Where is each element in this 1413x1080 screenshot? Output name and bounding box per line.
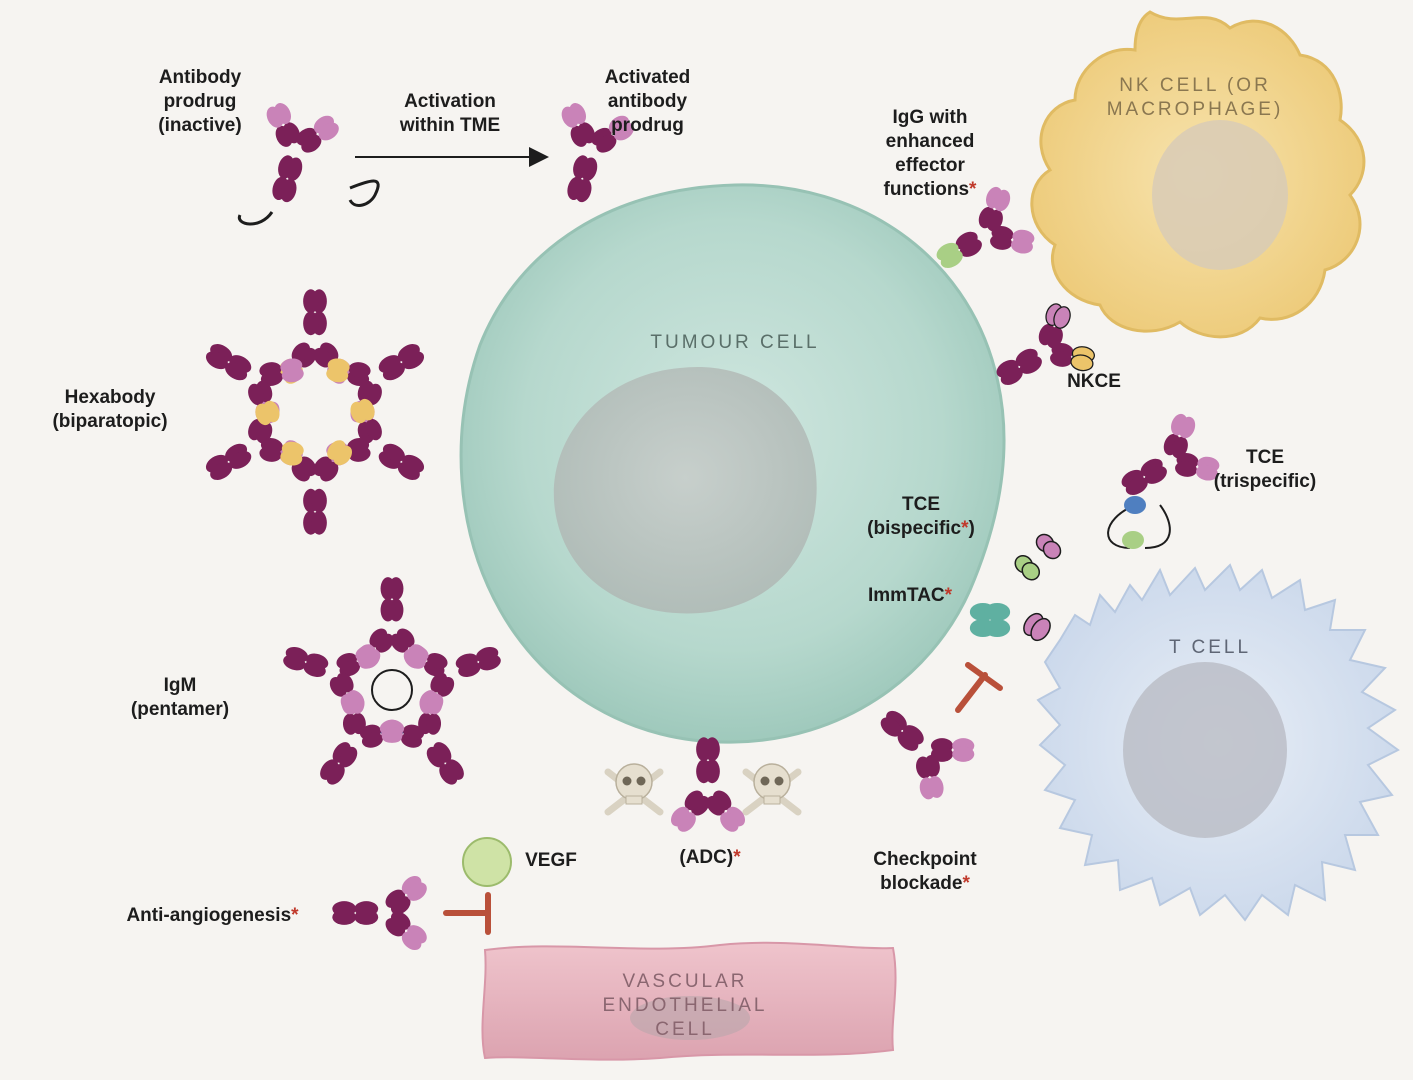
label-nk-cell: NK CELL (OR MACROPHAGE) <box>1106 75 1284 120</box>
antibody-igm-monomer <box>381 692 464 785</box>
antibody-adc <box>670 737 746 832</box>
label-activation: Activation within TME <box>399 91 501 136</box>
prodrug-mask-tail <box>237 211 274 226</box>
t-cell <box>1036 563 1400 922</box>
checkpoint-inhibit-bar <box>955 662 1003 713</box>
label-hexabody: Hexabody (biparatopic) <box>52 387 168 432</box>
tce-trispecific-domains <box>1122 496 1146 549</box>
tce-trispecific-linker <box>1107 504 1171 549</box>
antibody-hexabody <box>326 344 425 426</box>
label-tce-bispecific: TCE (bispecific*) <box>867 494 975 539</box>
label-tumour-cell: TUMOUR CELL <box>650 332 820 353</box>
tumour-cell-nucleus <box>553 366 817 614</box>
antibody-tce-trispecific <box>1121 413 1220 495</box>
antibody-hexabody <box>205 344 304 426</box>
skull-icon <box>604 763 664 816</box>
t-cell-nucleus <box>1123 662 1287 838</box>
nk-cell-nucleus <box>1152 120 1288 270</box>
igm-core <box>371 669 413 711</box>
antibody-tce-bispecific <box>1014 533 1062 581</box>
antibody-hexabody <box>205 398 304 480</box>
label-prodrug-activated: Activated antibody prodrug <box>604 67 691 136</box>
antibody-igm-monomer <box>404 645 501 715</box>
antibody-nkce <box>996 303 1095 385</box>
label-nkce: NKCE <box>1067 371 1121 392</box>
label-vascular-cell: VASCULAR ENDOTHELIAL CELL <box>602 971 768 1040</box>
skull-icon <box>742 763 802 816</box>
vegf-molecule <box>462 837 512 887</box>
antibody-hexabody <box>326 398 425 480</box>
label-igm: IgM (pentamer) <box>130 675 230 720</box>
label-prodrug-inactive: Antibody prodrug (inactive) <box>158 67 242 136</box>
antibodies-layer <box>205 103 1220 951</box>
antibody-igm-monomer <box>320 692 403 785</box>
angiogenesis-inhibit-bar <box>443 892 491 935</box>
antibody-prodrug-inactive <box>266 103 339 203</box>
label-immtac: ImmTAC* <box>867 585 953 606</box>
label-vegf: VEGF <box>525 850 577 871</box>
antibody-checkpoint <box>880 710 975 800</box>
antibody-igm-monomer <box>283 645 380 715</box>
label-checkpoint: Checkpoint blockade* <box>873 849 977 894</box>
label-anti-angiogenesis: Anti-angiogenesis* <box>126 905 299 926</box>
label-adc: (ADC)* <box>679 847 741 868</box>
prodrug-mask-tail <box>348 179 380 207</box>
antibody-igg-enhanced <box>936 186 1035 268</box>
antibody-anti-angiogenesis <box>332 875 427 951</box>
label-igg-enhanced: IgG with enhanced effector functions* <box>883 107 977 200</box>
antibody-prodrug-activated <box>561 103 634 203</box>
label-t-cell: T CELL <box>1168 637 1252 658</box>
label-tce-trispecific: TCE (trispecific) <box>1213 447 1317 492</box>
immtac-molecule <box>969 603 1051 642</box>
